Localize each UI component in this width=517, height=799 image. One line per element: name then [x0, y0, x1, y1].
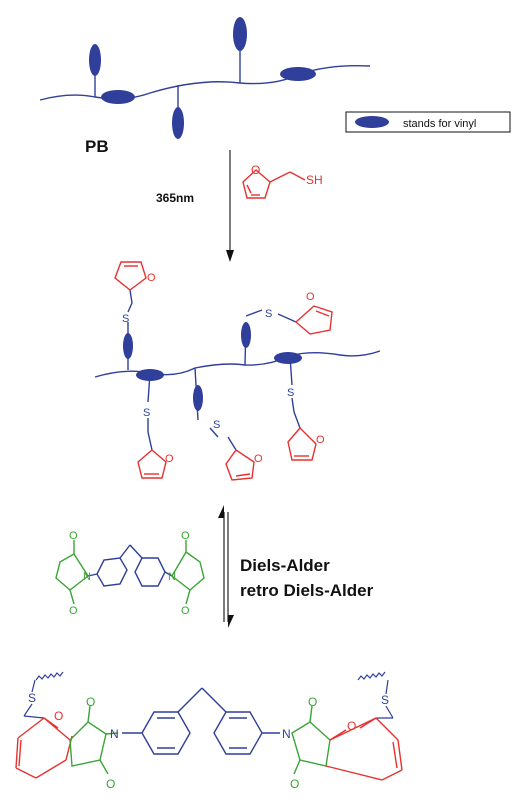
- imide-nitrogen: N: [83, 571, 91, 583]
- diels-alder-label: Diels-Alder: [240, 556, 330, 575]
- bismaleimide: N N O O O O: [55, 530, 205, 617]
- sulfur-atom: S: [287, 387, 294, 399]
- imide-nitrogen: N: [168, 571, 176, 583]
- furan-oxygen: O: [147, 272, 156, 284]
- sulfur-atom: S: [122, 313, 129, 325]
- vinyl-ellipse: [172, 107, 184, 139]
- vinyl-ellipse: [233, 17, 247, 51]
- retro-diels-alder-label: retro Diels-Alder: [240, 581, 374, 600]
- middle-vinyl-groups: [123, 322, 302, 411]
- furan-oxygens-middle: O O O O O: [147, 272, 325, 465]
- vinyl-ellipse: [123, 333, 133, 359]
- sulfur-atom: S: [381, 693, 389, 707]
- carbonyl-oxygen: O: [290, 777, 299, 791]
- condition-label: 365nm: [156, 191, 194, 205]
- furan-oxygen: O: [254, 453, 263, 465]
- vinyl-ellipse: [193, 385, 203, 411]
- furfuryl-thiol: [242, 169, 306, 199]
- carbonyl-oxygen: O: [86, 695, 95, 709]
- legend-box: [345, 111, 511, 133]
- carbonyl-oxygen: O: [181, 530, 190, 542]
- carbonyl-oxygen: O: [308, 695, 317, 709]
- equilibrium-arrow: [218, 505, 234, 628]
- furan-oxygen: O: [165, 453, 174, 465]
- carbonyl-oxygen: O: [106, 777, 115, 791]
- furan-rings-middle: [114, 261, 333, 481]
- furan-oxygen: O: [306, 291, 315, 303]
- sulfur-atom: S: [213, 419, 220, 431]
- vinyl-ellipse: [89, 44, 101, 76]
- legend-vinyl-swatch: [355, 116, 389, 128]
- bridge-oxygen: O: [347, 719, 356, 733]
- vinyl-ellipse: [280, 67, 316, 81]
- polymer-label: PB: [85, 137, 109, 156]
- reaction-arrow-1: [226, 150, 234, 262]
- thiol-label: SH: [306, 173, 323, 187]
- vinyl-ellipse: [274, 352, 302, 364]
- legend-label: stands for vinyl: [403, 118, 476, 130]
- imide-nitrogen: N: [282, 727, 291, 741]
- sulfur-atom: S: [265, 308, 272, 320]
- vinyl-ellipse: [136, 369, 164, 381]
- imide-nitrogen: N: [110, 727, 119, 741]
- carbonyl-oxygen: O: [181, 605, 190, 617]
- functionalized-polymer: [94, 289, 381, 451]
- pb-polymer: [39, 40, 371, 112]
- sulfur-atoms-middle: S S S S S: [122, 308, 294, 431]
- crosslinked-adduct: S S O O O N: [15, 671, 403, 791]
- legend: stands for vinyl: [345, 111, 511, 133]
- bridge-oxygen: O: [54, 709, 63, 723]
- vinyl-ellipse: [101, 90, 135, 104]
- vinyl-ellipse: [241, 322, 251, 348]
- vinyl-groups: [89, 17, 316, 139]
- sulfur-atom: S: [143, 407, 150, 419]
- furan-oxygen: O: [316, 434, 325, 446]
- sulfur-atom: S: [28, 691, 36, 705]
- carbonyl-oxygen: O: [69, 605, 78, 617]
- furan-oxygen: O: [251, 163, 260, 177]
- carbonyl-oxygen: O: [69, 530, 78, 542]
